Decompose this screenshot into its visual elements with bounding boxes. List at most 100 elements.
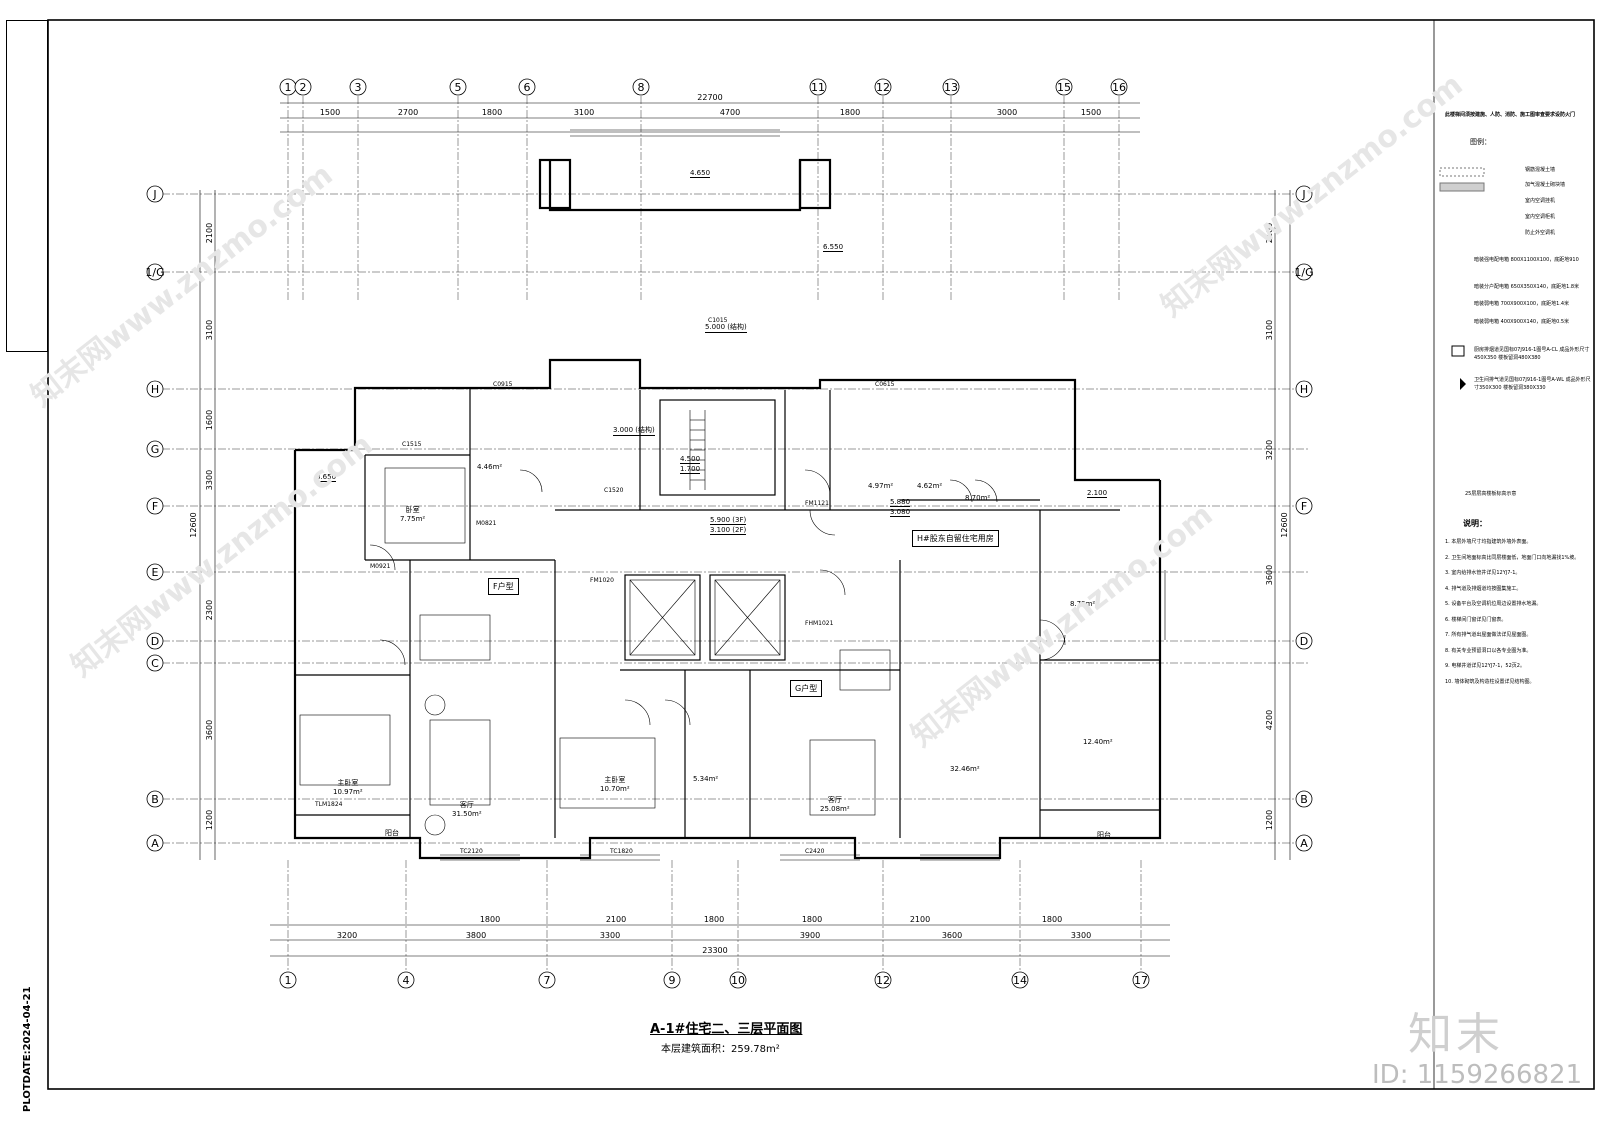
room-name: 主卧室: [337, 779, 359, 787]
grid-bubble-right-A-label: A: [1300, 837, 1308, 850]
grid-bubble-right-F: [1295, 497, 1313, 515]
stair: [689, 410, 706, 490]
dim-right-overall: 12600: [1280, 512, 1289, 537]
dim-right-bay: 3600: [1265, 565, 1274, 585]
note-item: 8. 有关专业预留洞口以各专业图为准。: [1445, 647, 1532, 654]
dim-bottom-bay: 3900: [800, 931, 820, 940]
grid-bubble-top-11-label: 11: [811, 81, 825, 94]
grid-bubble-top-6: [518, 78, 536, 96]
grid-bubble-right-1/G: [1295, 263, 1313, 281]
dim-top-bay: 4700: [720, 108, 740, 117]
grid-bubble-bottom-1: [279, 971, 297, 989]
dim-top-bay: 3000: [997, 108, 1017, 117]
grid-bubble-bottom-7: [538, 971, 556, 989]
note-item: 5. 设备平台及空调机位周边设置排水地漏。: [1445, 601, 1542, 607]
grid-bubble-right-B: [1295, 790, 1313, 808]
notes-heading: 说明：: [1463, 519, 1487, 528]
door-window-tag: TLM1824: [315, 801, 343, 808]
room-area: 10.70m²: [600, 785, 630, 793]
room-label: 8.75m²: [1070, 600, 1095, 608]
dim-bottom-detail: 2100: [910, 915, 930, 924]
door-window-tag: FHM1021: [805, 620, 834, 627]
dim-top-bay: 1500: [1081, 108, 1101, 117]
room-area: 8.70m²: [965, 494, 991, 502]
door-window-tag: FM1020: [590, 577, 614, 584]
grid-bubble-bottom-4: [397, 971, 415, 989]
grid-bubble-bottom-10-label: 10: [731, 974, 745, 987]
dim-bottom-bay: 3300: [1071, 931, 1091, 940]
dim-right-bay: 1200: [1265, 810, 1274, 830]
dim-bottom-bay: 3800: [466, 931, 486, 940]
grid-bubble-bottom-12: [874, 971, 892, 989]
grid-bubble-top-16-label: 16: [1112, 81, 1126, 94]
legend-swatches: [1439, 167, 1485, 390]
grid-bubble-right-J: [1295, 185, 1313, 203]
grid-bubble-left-J-label: J: [152, 188, 156, 201]
grid-bubble-top-6-label: 6: [524, 81, 531, 94]
notes-list: 1. 本层外墙尺寸均指建筑外墙外表面。2. 卫生间地面标高比同层楼面低，地面门口…: [1445, 535, 1595, 690]
door-window-tag: C1015: [708, 317, 728, 324]
grid-bubble-right-F-label: F: [1301, 500, 1307, 513]
grid-bubble-top-15: [1055, 78, 1073, 96]
room-area: 25.08m²: [820, 805, 850, 813]
dim-right-bay: 4200: [1265, 710, 1274, 730]
grid-bubble-top-12-label: 12: [876, 81, 890, 94]
legend-spec: 暗装分户配电箱 650X350X140，底距地1.8米: [1474, 284, 1580, 290]
dim-left-bay: 3600: [205, 720, 214, 740]
dim-bottom-detail: 2100: [606, 915, 626, 924]
room-area: 12.40m²: [1083, 738, 1113, 746]
grid-bubble-top-5: [449, 78, 467, 96]
door-window-tag: M0821: [476, 520, 497, 527]
dim-top-bay: 3100: [574, 108, 594, 117]
grid-bubble-left-C: [146, 654, 164, 672]
grid-bubble-left-C-label: C: [151, 657, 159, 670]
room-name: 卧室: [405, 506, 420, 514]
legend-title: 图例：: [1470, 138, 1491, 146]
dim-left-bay: 3300: [205, 470, 214, 490]
elevation-mark: 5.900 (3F): [710, 516, 747, 525]
dim-left-bay: 1200: [205, 810, 214, 830]
dim-top-bay: 1500: [320, 108, 340, 117]
grid-bubble-left-B: [146, 790, 164, 808]
plot-date: PLOTDATE:2024-04-21: [22, 986, 33, 1112]
elevation-mark: 5.000 (结构): [705, 323, 747, 333]
elevation-mark: 6.550: [823, 243, 844, 252]
dim-top-bay: 2700: [398, 108, 418, 117]
grid-bubble-right-H: [1295, 380, 1313, 398]
drawing-title: A-1#住宅二、三层平面图: [650, 1022, 803, 1037]
door-window-tag: C1515: [402, 441, 422, 448]
legend-spec: 卫生间排气道见国标07J916-1图号A-WL 成品外形尺寸350X300 楼板…: [1474, 377, 1591, 391]
legend-spec: 暗装强电配电箱 800X1100X100，底距地910: [1474, 257, 1579, 263]
grid-bubble-right-B-label: B: [1300, 793, 1308, 806]
grid-bubble-left-F: [146, 497, 164, 515]
note-item: 9. 电梯井道详见12YJ7-1，52页2。: [1445, 663, 1525, 669]
legend-spec: 暗装弱电箱 700X900X100，底距地1.4米: [1474, 301, 1570, 307]
legend-item: 室内空调挂机: [1525, 198, 1556, 204]
room-label: 4.97m²: [868, 482, 893, 490]
door-window-tag: M0921: [370, 563, 391, 570]
note-item: 6. 楼梯间门窗详见门窗表。: [1445, 616, 1507, 623]
note-item: 1. 本层外墙尺寸均指建筑外墙外表面。: [1445, 539, 1532, 545]
grid-bubble-top-16: [1110, 78, 1128, 96]
room-name: 主卧室: [604, 776, 626, 784]
note-item: 4. 排气道及排烟道均按图集施工。: [1445, 585, 1522, 592]
grid-bubble-left-H: [146, 380, 164, 398]
grid-bubble-top-3: [349, 78, 367, 96]
grid-bubble-top-11: [809, 78, 827, 96]
dim-bottom-bay: 3300: [600, 931, 620, 940]
room-label: 32.46m²: [950, 765, 980, 773]
notes-subtitle: 25层层高楼板标高示意: [1465, 491, 1517, 497]
elevation-mark: 3.650: [316, 473, 337, 482]
unit-label-f: F户型: [488, 578, 519, 595]
room-label: 阳台: [385, 828, 399, 838]
dim-bottom-detail: 1800: [480, 915, 500, 924]
watermark-logo: 知末: [1408, 1009, 1504, 1060]
door-window-tag: C2420: [805, 848, 825, 855]
grid-bubble-right-1/G-label: 1/G: [1294, 266, 1313, 279]
unit-label-g: G户型: [790, 680, 823, 697]
grid-bubble-left-1/G: [146, 263, 164, 281]
